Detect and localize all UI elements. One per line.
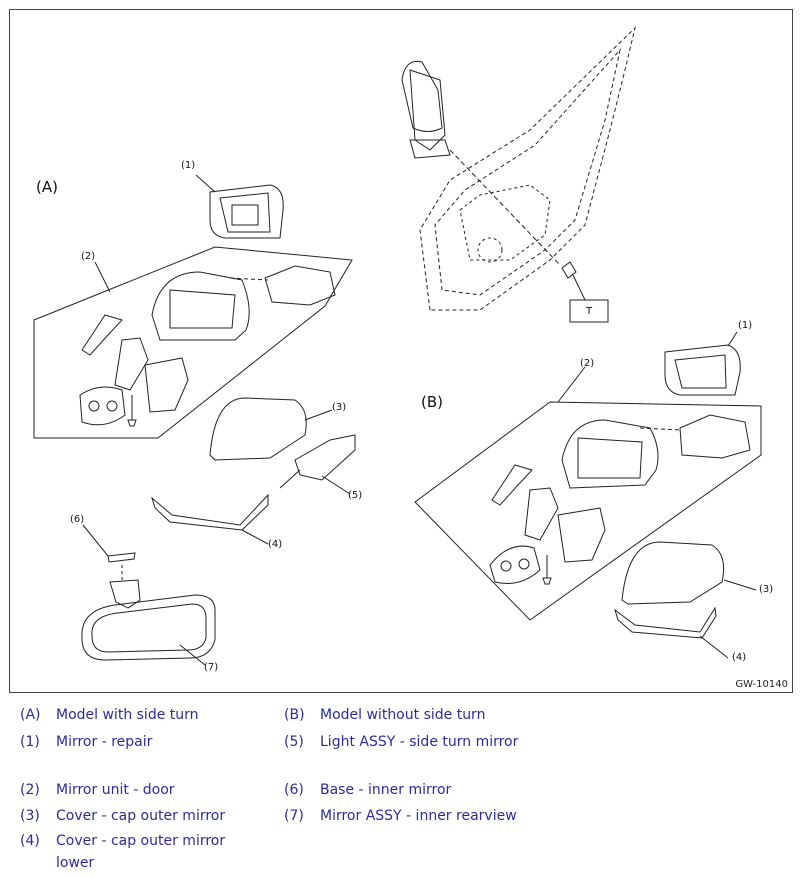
legend-item: (7) Mirror ASSY - inner rearview xyxy=(284,805,517,827)
legend-text: Light ASSY - side turn mirror xyxy=(320,734,519,750)
legend-code: (2) xyxy=(20,782,40,798)
group-b-drawing xyxy=(414,331,762,659)
legend-code: (A) xyxy=(20,707,41,723)
legend-item: (1) Mirror - repair xyxy=(20,731,152,753)
legend-item: (B) Model without side turn xyxy=(284,704,485,726)
legend-text: Mirror unit - door xyxy=(56,782,175,798)
callout-b-3: (3) xyxy=(759,584,774,595)
callout-a-5: (5) xyxy=(348,490,363,501)
parts-diagram: (A) (B) (1) (2) (3) (4) (5) (6) (7) (1) … xyxy=(9,9,793,693)
legend-text: Cover - cap outer mirror lower xyxy=(56,833,226,871)
legend-code: (7) xyxy=(284,808,304,824)
legend-item: (6) Base - inner mirror xyxy=(284,779,451,801)
figure-id: GW-10140 xyxy=(735,679,788,690)
legend-code: (5) xyxy=(284,734,304,750)
legend-text: Cover - cap outer mirror xyxy=(56,808,226,824)
legend-text: Mirror ASSY - inner rearview xyxy=(320,808,517,824)
callout-b-4: (4) xyxy=(732,652,747,663)
callout-a-4: (4) xyxy=(268,539,283,550)
legend-code: (6) xyxy=(284,782,304,798)
callout-a-3: (3) xyxy=(332,402,347,413)
legend-text: Model without side turn xyxy=(320,707,486,723)
legend-text: Mirror - repair xyxy=(56,734,153,750)
line-drawing xyxy=(33,26,762,666)
callout-a-2: (2) xyxy=(81,251,96,262)
legend-item: (2) Mirror unit - door xyxy=(20,779,175,801)
legend-code: (3) xyxy=(20,808,40,824)
door-assembly-drawing xyxy=(401,26,636,323)
legend-item: (A) Model with side turn xyxy=(20,704,199,726)
legend-item: (4) Cover - cap outer mirror lower xyxy=(20,830,236,874)
group-a-label: (A) xyxy=(36,178,58,196)
legend-code: (B) xyxy=(284,707,305,723)
callout-a-1: (1) xyxy=(181,160,196,171)
callout-a-7: (7) xyxy=(204,662,219,673)
callout-a-6: (6) xyxy=(70,514,85,525)
legend-text: Base - inner mirror xyxy=(320,782,452,798)
tool-tag-label: T xyxy=(586,306,593,317)
legend-code: (1) xyxy=(20,734,40,750)
group-b-label: (B) xyxy=(421,393,443,411)
legend-item: (3) Cover - cap outer mirror xyxy=(20,805,225,827)
legend-text: Model with side turn xyxy=(56,707,199,723)
group-a-drawing xyxy=(33,174,356,666)
legend-code: (4) xyxy=(20,833,40,849)
callout-b-1: (1) xyxy=(738,320,753,331)
callout-b-2: (2) xyxy=(580,358,595,369)
legend-item: (5) Light ASSY - side turn mirror xyxy=(284,731,518,753)
